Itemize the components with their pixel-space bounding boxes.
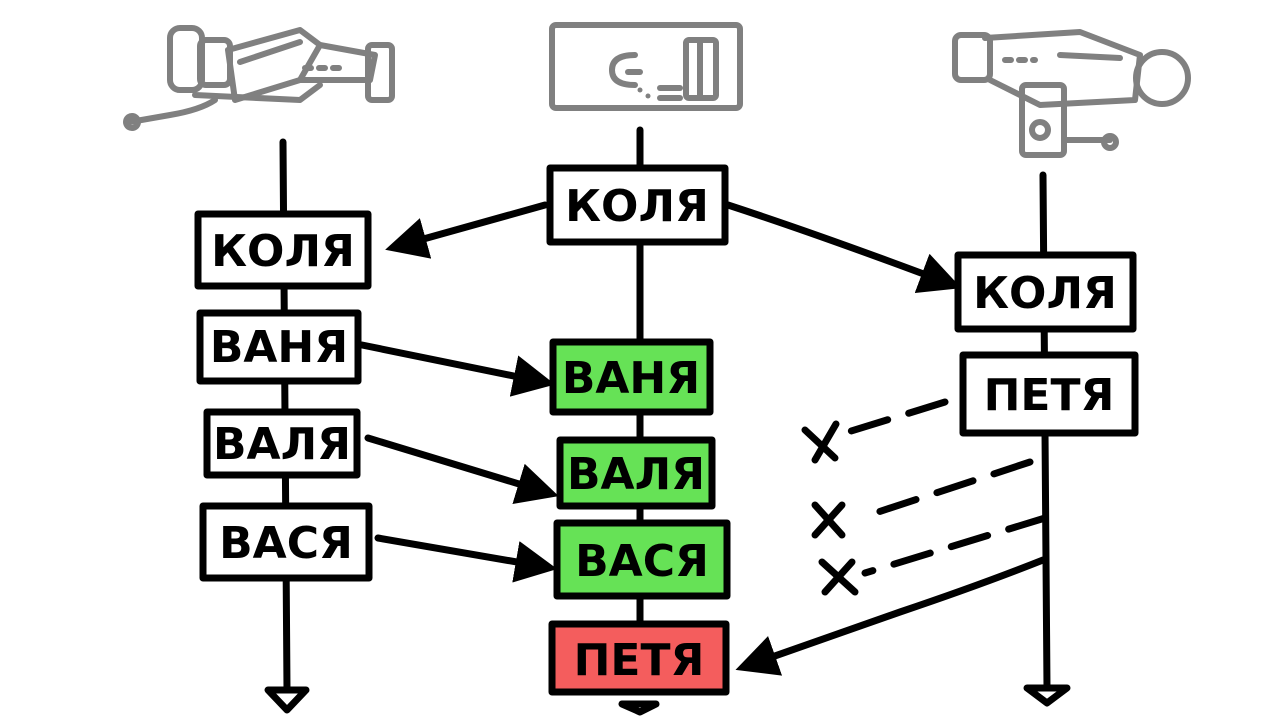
arrow-vasya <box>374 534 558 583</box>
failed-attempts <box>801 398 1049 596</box>
message-label: ВАНЯ <box>210 322 348 373</box>
message-box: ПЕТЯ <box>959 351 1139 437</box>
message-box-bg <box>553 519 731 600</box>
sync-arrows <box>358 201 1047 676</box>
message-label: ВАЛЯ <box>567 449 705 500</box>
message-box-bg <box>954 251 1137 333</box>
arrow-valya <box>364 434 559 504</box>
message-box-bg <box>546 164 729 246</box>
message-box: КОЛЯ <box>546 164 729 246</box>
message-box: ПЕТЯ <box>548 620 730 696</box>
center-message-list: КОЛЯ ВАНЯ ВАЛЯ ВАСЯ ПЕТЯ <box>546 164 731 696</box>
center-device-icon <box>549 22 743 111</box>
message-box: ВАСЯ <box>553 519 731 600</box>
message-label: ВАНЯ <box>562 353 700 404</box>
message-box-bg <box>194 210 372 290</box>
left-device-icon <box>123 25 395 131</box>
message-box-bg <box>548 620 730 696</box>
message-box: КОЛЯ <box>194 210 372 290</box>
arrow-petya-to-center <box>735 556 1047 676</box>
message-label: ПЕТЯ <box>984 370 1115 421</box>
message-box: ВАНЯ <box>196 309 362 385</box>
message-box: ВАСЯ <box>199 502 373 582</box>
arrow-kolya-to-right <box>724 201 962 294</box>
message-label: ВАСЯ <box>219 518 353 569</box>
message-box-bg <box>549 338 714 416</box>
message-box: ВАЛЯ <box>203 408 361 479</box>
message-box-bg <box>196 309 362 385</box>
fail-x-icon <box>818 558 859 596</box>
arrow-vanya <box>358 341 556 397</box>
left-message-list: КОЛЯ ВАНЯ ВАЛЯ ВАСЯ <box>194 210 373 582</box>
message-box: ВАНЯ <box>549 338 714 416</box>
message-box-bg <box>203 408 361 479</box>
fail-x-icon <box>811 501 846 539</box>
fail-x-icon <box>801 420 840 464</box>
message-box-bg <box>959 351 1139 437</box>
message-box: КОЛЯ <box>954 251 1137 333</box>
message-label: КОЛЯ <box>565 181 709 232</box>
message-box-bg <box>199 502 373 582</box>
message-label: ПЕТЯ <box>574 635 705 686</box>
message-label: ВАСЯ <box>575 536 709 587</box>
message-box: ВАЛЯ <box>556 436 716 510</box>
message-label: КОЛЯ <box>211 226 355 277</box>
right-device-icon <box>952 29 1191 158</box>
arrow-kolya-to-left <box>385 201 549 259</box>
message-label: КОЛЯ <box>973 268 1117 319</box>
right-message-list: КОЛЯ ПЕТЯ <box>954 251 1139 437</box>
message-label: ВАЛЯ <box>213 419 351 470</box>
message-box-bg <box>556 436 716 510</box>
